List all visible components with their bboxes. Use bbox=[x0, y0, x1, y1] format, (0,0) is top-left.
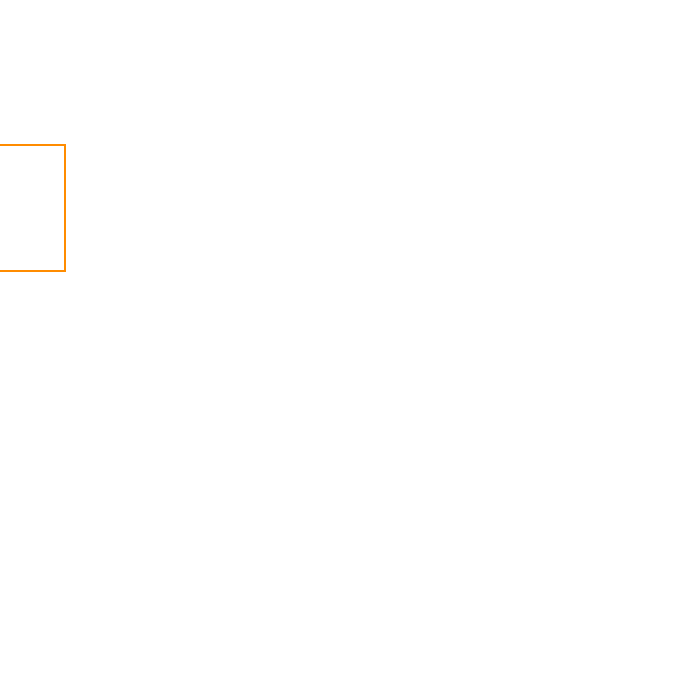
highlight-rectangle bbox=[0, 144, 66, 272]
